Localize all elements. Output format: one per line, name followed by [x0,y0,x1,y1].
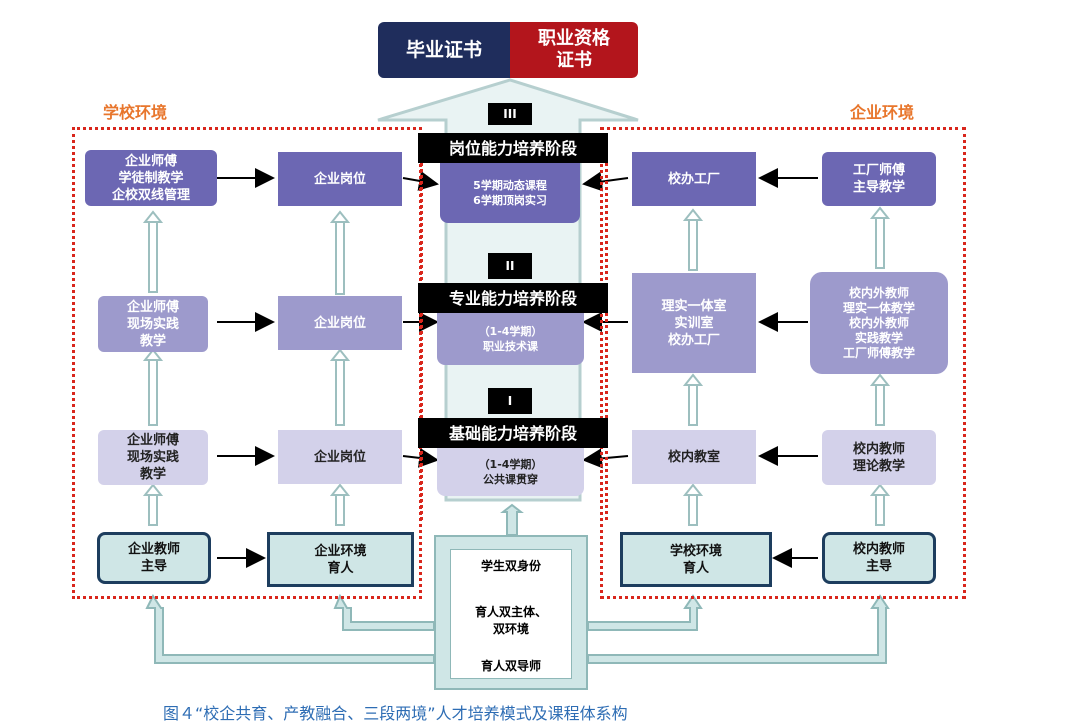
center-frame [420,140,608,520]
left-outer-box-3: 企业师傅 现场实践 教学 [98,430,208,485]
phase-iii-content: 5学期动态课程 6学期顶岗实习 [440,163,580,223]
graduation-certificate: 毕业证书 [378,22,510,78]
school-environment-label: 学校环境 [103,103,168,122]
phase-i-label: 基础能力培养阶段 [418,418,608,448]
right-outer-box-2: 校内外教师 理实一体教学 校内外教师 实践教学 工厂师傅教学 [810,272,948,374]
phase-i-content: （1-4学期） 公共课贯穿 [437,448,584,496]
right-outer-box-1: 工厂师傅 主导教学 [822,152,936,206]
phase-iii-label: 岗位能力培养阶段 [418,133,608,163]
student-dual-identity: 学生双身份 [480,558,541,573]
phase-ii-roman: II [488,253,532,279]
enterprise-environment-label: 企业环境 [850,103,915,122]
left-outer-box-4: 企业教师 主导 [97,532,211,584]
figure-caption: 图４“校企共育、产教融合、三段两境”人才培养模式及课程体系构 [163,704,628,723]
dual-mentor: 育人双导师 [480,658,541,673]
center-bottom-panel: 学生双身份 育人双主体、 双环境 育人双导师 [434,535,588,690]
right-inner-box-1: 校办工厂 [632,152,756,206]
right-outer-box-3: 校内教师 理论教学 [822,430,936,485]
right-inner-box-4: 学校环境 育人 [620,532,772,587]
left-outer-box-1: 企业师傅 学徒制教学 企校双线管理 [85,150,217,206]
phase-ii-label: 专业能力培养阶段 [418,283,608,313]
left-inner-box-1: 企业岗位 [278,152,402,206]
left-outer-box-2: 企业师傅 现场实践 教学 [98,296,208,352]
center-bottom-inner [450,549,572,679]
enterprise-environment-frame [600,127,966,599]
right-outer-box-4: 校内教师 主导 [822,532,936,584]
phase-ii-content: （1-4学期） 职业技术课 [437,313,584,365]
left-inner-box-4: 企业环境 育人 [267,532,414,587]
right-inner-box-3: 校内教室 [632,430,756,484]
right-inner-box-2: 理实一体室 实训室 校办工厂 [632,273,756,373]
bottom-up-arrow [500,503,524,536]
vocational-certificate: 职业资格 证书 [510,22,638,78]
phase-i-roman: I [488,388,532,414]
left-inner-box-3: 企业岗位 [278,430,402,484]
left-inner-box-2: 企业岗位 [278,296,402,350]
dual-subject-environment: 育人双主体、 双环境 [474,605,547,636]
phase-iii-roman: III [488,103,532,125]
